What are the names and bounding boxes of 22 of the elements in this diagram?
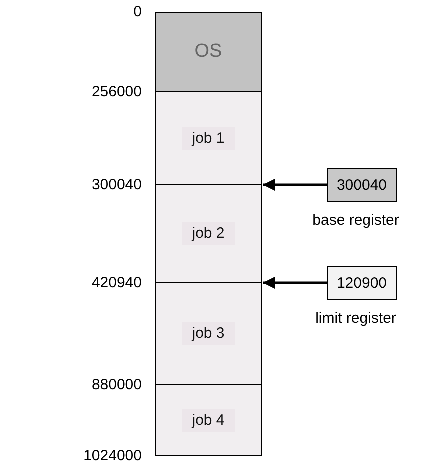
partition-label: job 1	[182, 126, 235, 150]
arrow	[263, 276, 327, 290]
address-label: 300040	[90, 176, 142, 194]
memory-partition	[155, 283, 262, 385]
partition-label: job 3	[182, 322, 235, 345]
partition-label: OS	[194, 41, 222, 63]
partition-label: job 4	[182, 408, 235, 432]
register-caption: base register	[312, 212, 400, 229]
address-label: 880000	[90, 376, 142, 394]
address-label: 0	[132, 4, 142, 20]
address-label: 1024000	[82, 448, 142, 464]
memory-partition	[155, 12, 262, 92]
partition-label: job 2	[182, 222, 235, 245]
memory-partition	[155, 92, 262, 185]
register-box: 120900	[327, 266, 397, 300]
memory-partition	[155, 385, 262, 456]
address-label: 256000	[90, 84, 142, 100]
arrow	[263, 178, 327, 192]
memory-partition	[155, 185, 262, 283]
register-caption: limit register	[316, 310, 396, 327]
address-label: 420940	[90, 274, 142, 292]
register-box: 300040	[327, 168, 397, 202]
